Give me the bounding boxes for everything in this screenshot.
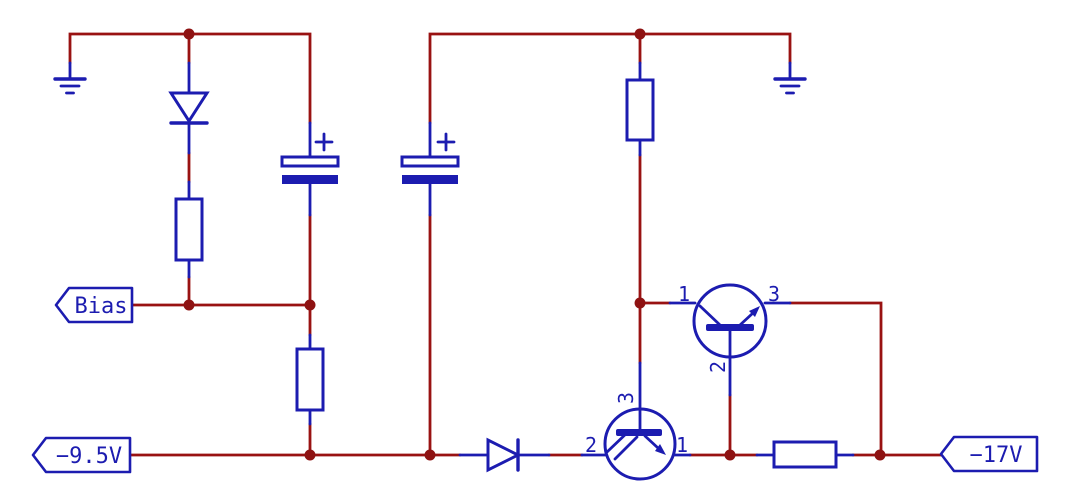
pin-number: 3 bbox=[768, 282, 780, 306]
junction-dot bbox=[304, 449, 316, 461]
label-text: Bias bbox=[75, 294, 128, 319]
transistor-emitter-line bbox=[643, 434, 660, 450]
junction-dot bbox=[424, 449, 436, 461]
transistor-collector-line bbox=[605, 429, 631, 454]
transistor-circle bbox=[692, 283, 768, 359]
junction-dot bbox=[634, 28, 646, 40]
diode-vertical bbox=[168, 61, 210, 155]
resistor-vertical-mid-left bbox=[295, 333, 325, 426]
resistor-vertical-left bbox=[174, 180, 204, 279]
plus-icon bbox=[436, 132, 456, 152]
resistor-horizontal bbox=[755, 440, 855, 469]
diode-triangle bbox=[168, 91, 210, 124]
resistor-body bbox=[625, 78, 655, 142]
junction-dot bbox=[874, 449, 886, 461]
transistor-emitter-line bbox=[738, 311, 755, 327]
pin-number: 3 bbox=[614, 392, 638, 404]
junction-dots bbox=[183, 28, 886, 461]
wire-q-upper-right-down bbox=[788, 301, 883, 457]
global-label-bias: Bias bbox=[54, 286, 134, 324]
pin-number: 2 bbox=[706, 361, 730, 373]
label-text: −17V bbox=[970, 443, 1023, 468]
junction-dot bbox=[304, 299, 316, 311]
wire-top-right-rail bbox=[428, 32, 792, 125]
junction-dot bbox=[634, 297, 646, 309]
plus-icon bbox=[314, 132, 334, 152]
transistor-upper: 1 3 2 bbox=[668, 282, 792, 397]
capacitor-plate-top bbox=[400, 155, 460, 168]
junction-dot bbox=[724, 449, 736, 461]
diode-triangle bbox=[486, 437, 522, 473]
resistor-vertical-middle bbox=[625, 61, 655, 157]
ground-icon-left bbox=[53, 61, 87, 95]
transistor-collector-line bbox=[698, 304, 722, 327]
diode-horizontal bbox=[458, 437, 551, 473]
polarized-capacitor-left bbox=[280, 121, 340, 217]
global-label-neg9v5: −9.5V bbox=[31, 436, 132, 474]
label-outline bbox=[31, 436, 132, 474]
global-label-neg17v: −17V bbox=[939, 435, 1039, 473]
label-text: −9.5V bbox=[56, 444, 122, 469]
pin-number: 1 bbox=[678, 282, 690, 306]
resistor-body bbox=[174, 197, 204, 262]
transistor-base-bar bbox=[706, 324, 754, 331]
junction-dot bbox=[183, 28, 195, 40]
resistor-body bbox=[295, 347, 325, 412]
transistor-collector-line-2 bbox=[613, 435, 639, 461]
pin-number: 1 bbox=[676, 433, 688, 457]
capacitor-plate-bottom bbox=[402, 175, 458, 184]
capacitor-plate-bottom bbox=[282, 175, 338, 184]
transistor-emitter-arrow bbox=[655, 444, 666, 455]
polarized-capacitor-right bbox=[400, 121, 460, 217]
transistor-emitter-arrow bbox=[749, 306, 760, 317]
resistor-body bbox=[772, 440, 838, 469]
transistor-lower: 2 1 3 bbox=[580, 361, 692, 481]
wires bbox=[68, 32, 943, 457]
transistor-circle bbox=[603, 407, 677, 481]
pin-number: 2 bbox=[585, 433, 597, 457]
junction-dot bbox=[183, 299, 195, 311]
label-outline bbox=[939, 435, 1039, 473]
ground-icon-right bbox=[773, 61, 807, 95]
label-outline bbox=[54, 286, 134, 324]
capacitor-plate-top bbox=[280, 155, 340, 168]
